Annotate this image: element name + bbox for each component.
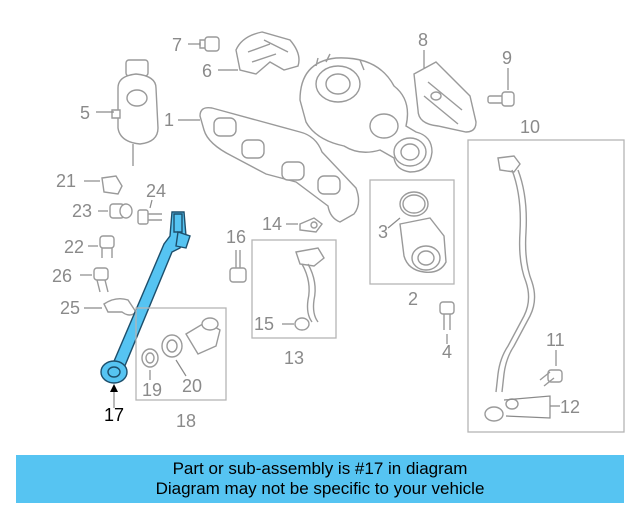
arrow-17-icon [110,384,118,392]
callout-13: 13 [284,348,304,368]
part-12-o-ring[interactable] [484,406,504,422]
callout-24: 24 [146,181,166,201]
part-9-bolt[interactable] [487,91,515,107]
callout-3: 3 [378,222,388,242]
part-25-clamp[interactable] [103,297,137,316]
part-26-bolt[interactable] [93,267,109,293]
group-13-box [251,239,337,339]
callout-1: 1 [164,110,174,130]
part-7-bolt[interactable] [199,36,220,52]
part-21-clip[interactable] [101,175,123,195]
callout-16: 16 [226,227,246,247]
leader-12 [503,395,560,419]
part-19-washer[interactable] [141,348,159,368]
group-18-box [135,307,227,401]
callout-2: 2 [408,289,418,309]
part-5-actuator[interactable] [111,59,159,166]
banner-line-1: Part or sub-assembly is #17 in diagram [172,459,468,478]
callout-7: 7 [172,35,182,55]
callout-15: 15 [254,314,274,334]
part-13-oil-feed-pipe[interactable] [295,247,325,323]
callout-18: 18 [176,411,196,431]
part-14-gasket[interactable] [299,217,323,233]
part-10-coolant-pipe[interactable] [495,155,536,410]
part-4-bolt[interactable] [439,301,455,330]
part-11-bolt[interactable] [539,369,563,387]
callout-12: 12 [560,397,580,417]
group-10-box [467,139,625,433]
part-3-gasket[interactable] [399,191,429,217]
leader-24 [149,199,153,209]
part-20-fitting[interactable] [161,317,221,358]
part-2-outlet-pipe[interactable] [399,217,447,273]
part-16-bolt[interactable] [229,250,247,283]
callout-11: 11 [546,330,565,350]
callout-20: 20 [182,376,202,396]
part-23-banjo-bolt[interactable] [109,203,133,219]
part-17-oil-line[interactable] [100,211,191,384]
callout-14: 14 [262,214,282,234]
part-15-o-ring[interactable] [294,317,310,331]
callout-6: 6 [202,61,212,81]
info-banner: Part or sub-assembly is #17 in diagram D… [16,455,624,503]
callout-4: 4 [442,342,452,362]
parts-diagram: 7 6 1 8 9 [52,30,625,433]
callout-22: 22 [64,237,84,257]
callout-5: 5 [80,103,90,123]
part-1-exhaust-manifold[interactable] [199,106,360,223]
callout-8: 8 [418,30,428,50]
callout-19: 19 [142,380,162,400]
callout-9: 9 [502,48,512,68]
leaders-19-20 [149,359,187,380]
callout-26: 26 [52,266,72,286]
group-2-box [369,179,455,285]
callout-17: 17 [104,405,124,425]
leader-3 [387,217,401,229]
callout-23: 23 [72,201,92,221]
part-6-heat-shield[interactable] [235,31,300,75]
part-8-bracket[interactable] [413,61,477,133]
turbocharger[interactable] [299,53,433,173]
callout-21: 21 [56,171,76,191]
part-24-bolt[interactable] [137,209,162,225]
callout-10: 10 [520,117,540,137]
banner-line-2: Diagram may not be specific to your vehi… [155,479,485,498]
part-22-bolt[interactable] [99,235,115,258]
callout-25: 25 [60,298,80,318]
